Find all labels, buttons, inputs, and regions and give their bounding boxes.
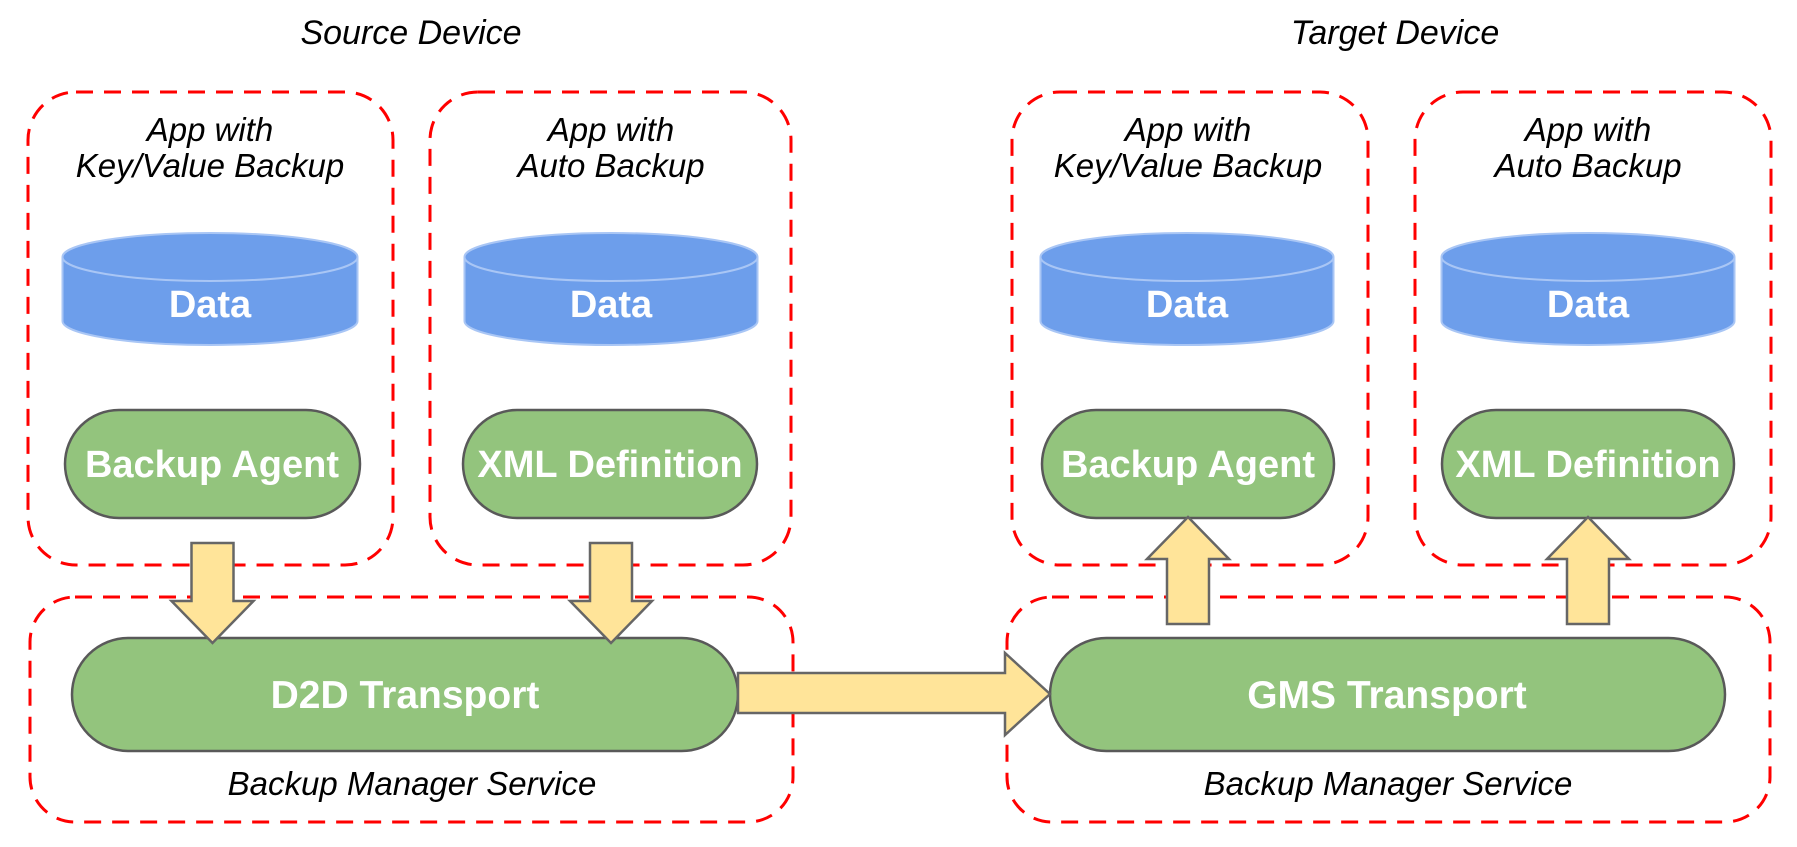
d2d-transport-pill: D2D Transport bbox=[70, 636, 740, 753]
source-device-title: Source Device bbox=[300, 14, 521, 52]
data-label: Data bbox=[169, 284, 252, 326]
app-title-line1: App with bbox=[546, 111, 675, 148]
target-backup-manager-service: GMS Transport Backup Manager Service bbox=[1005, 595, 1772, 824]
backup-agent-label: Backup Agent bbox=[1061, 444, 1315, 486]
app-title-line1: App with bbox=[1123, 111, 1252, 148]
backup-manager-service-label: Backup Manager Service bbox=[1204, 765, 1573, 802]
app-title-line2: Auto Backup bbox=[515, 147, 704, 184]
down-arrow-icon bbox=[567, 541, 655, 645]
backup-agent-label: Backup Agent bbox=[85, 444, 339, 486]
target-device-section: Target Device App with Key/Value Backup … bbox=[1005, 14, 1773, 824]
target-auto-app-box: App with Auto Backup Data XML Definition bbox=[1413, 90, 1773, 567]
right-arrow-icon bbox=[736, 650, 1052, 738]
target-device-title: Target Device bbox=[1291, 14, 1500, 52]
app-title-line1: App with bbox=[1523, 111, 1652, 148]
data-cylinder-icon: Data bbox=[1039, 232, 1335, 346]
xml-definition-label: XML Definition bbox=[477, 444, 742, 486]
backup-manager-service-box bbox=[1005, 595, 1772, 824]
backup-agent-pill: Backup Agent bbox=[63, 408, 362, 520]
xml-definition-pill: XML Definition bbox=[461, 408, 759, 520]
down-arrow-icon bbox=[168, 541, 257, 645]
app-title-line1: App with bbox=[145, 111, 274, 148]
source-device-section: Source Device App with Key/Value Backup … bbox=[26, 14, 795, 824]
app-title-line2: Key/Value Backup bbox=[1054, 147, 1322, 184]
source-keyvalue-app-box: App with Key/Value Backup Data Backup Ag… bbox=[26, 90, 395, 567]
data-label: Data bbox=[1146, 284, 1229, 326]
data-cylinder-icon: Data bbox=[61, 232, 359, 346]
data-label: Data bbox=[570, 284, 653, 326]
app-title-line2: Key/Value Backup bbox=[76, 147, 344, 184]
data-cylinder-icon: Data bbox=[463, 232, 759, 346]
source-auto-app-box: App with Auto Backup Data XML Definition bbox=[428, 90, 793, 567]
up-arrow-icon bbox=[1144, 515, 1232, 626]
source-backup-manager-service: D2D Transport Backup Manager Service bbox=[28, 595, 795, 824]
data-label: Data bbox=[1547, 284, 1630, 326]
flow-arrows bbox=[168, 515, 1632, 738]
xml-definition-pill: XML Definition bbox=[1440, 408, 1736, 520]
backup-manager-service-box bbox=[28, 595, 795, 824]
up-arrow-icon bbox=[1544, 515, 1632, 626]
backup-agent-pill: Backup Agent bbox=[1040, 408, 1336, 520]
gms-transport-pill: GMS Transport bbox=[1048, 636, 1727, 753]
target-keyvalue-app-box: App with Key/Value Backup Data Backup Ag… bbox=[1010, 90, 1370, 567]
gms-transport-label: GMS Transport bbox=[1247, 674, 1527, 717]
data-cylinder-icon: Data bbox=[1440, 232, 1736, 346]
app-title-line2: Auto Backup bbox=[1492, 147, 1681, 184]
d2d-transport-label: D2D Transport bbox=[271, 674, 540, 717]
backup-manager-service-label: Backup Manager Service bbox=[228, 765, 597, 802]
xml-definition-label: XML Definition bbox=[1455, 444, 1720, 486]
